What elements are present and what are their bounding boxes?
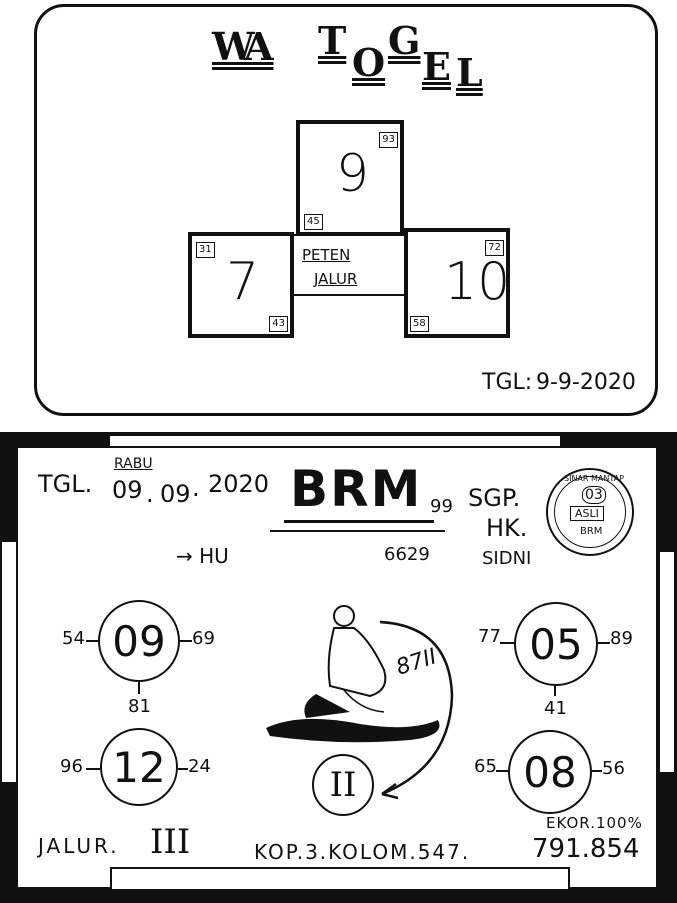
stamp: SINAR MANTAP 03 ASLI BRM — [546, 468, 634, 556]
title-letter: O — [352, 40, 386, 85]
connector — [180, 640, 192, 642]
date-label: TGL: — [482, 370, 533, 395]
connector — [598, 642, 610, 644]
date-value: 9-9-2020 — [536, 370, 636, 395]
center-top-box: 93 45 9 — [296, 120, 404, 236]
frame-bottom — [0, 887, 677, 903]
brm-title: BRM — [290, 460, 423, 518]
jalur-value: III — [150, 822, 191, 862]
date-part: 09 — [112, 476, 143, 504]
circle-value: 08 — [523, 747, 577, 797]
title-letter: L — [456, 50, 483, 95]
title-letter: G — [388, 18, 421, 63]
right-number: 10 — [444, 252, 511, 312]
corner-number: 31 — [196, 242, 215, 258]
connector — [500, 642, 514, 644]
connector — [138, 682, 140, 694]
corner-number: 58 — [410, 316, 429, 332]
date-dot: . — [146, 480, 154, 508]
title-letter: W — [212, 24, 255, 69]
date-dot: . — [192, 474, 200, 502]
connector — [86, 640, 98, 642]
middle-label-line2: JALUR — [314, 270, 358, 288]
corner-number: 72 — [485, 240, 504, 256]
date-part: 2020 — [208, 470, 270, 498]
title-letter: E — [422, 44, 451, 89]
frame-left-inner — [2, 542, 16, 782]
market-hk: HK. — [486, 514, 528, 542]
connector — [496, 770, 508, 772]
number-circle: 09 — [98, 600, 180, 682]
circle-value: 05 — [529, 619, 583, 669]
title-underline — [284, 520, 434, 523]
number-circle: 05 — [514, 602, 598, 686]
corner-number: 45 — [304, 214, 323, 230]
circle-value: 09 — [112, 616, 166, 666]
stamp-inner-ring — [554, 476, 626, 548]
ekor-label: EKOR.100% — [546, 814, 643, 832]
circle-left-number: 77 — [478, 626, 501, 647]
middle-label-line1: PETEN — [302, 246, 351, 264]
partial-text-right: 6629 — [384, 544, 430, 565]
circle-left-number: 54 — [62, 628, 85, 649]
circle-left-number: 65 — [474, 756, 497, 777]
circle-below-number: 81 — [128, 696, 151, 717]
center-circle-value: II — [329, 765, 357, 805]
day-label: RABU — [114, 456, 153, 472]
stamp-asli: ASLI — [570, 506, 604, 521]
connector — [86, 768, 100, 770]
circle-right-number: 24 — [188, 756, 211, 777]
frame-right-inner — [660, 552, 674, 772]
connector — [592, 770, 602, 772]
left-number: 7 — [226, 252, 260, 312]
circle-left-number: 96 — [60, 756, 83, 777]
right-box: 72 58 10 — [404, 228, 510, 338]
number-circle: 08 — [508, 730, 592, 814]
kop-text: KOP.3.KOLOM.547. — [254, 840, 471, 864]
market-sidni: SIDNI — [482, 548, 532, 569]
stamp-top-text: SINAR MANTAP — [564, 474, 624, 483]
tgl-label: TGL. — [38, 470, 93, 498]
title-underline — [270, 530, 445, 532]
stamp-number: 03 — [582, 486, 606, 504]
corner-number: 43 — [269, 316, 288, 332]
number-circle: 12 — [100, 728, 178, 806]
frame-top-inner — [110, 436, 560, 446]
title-letter: A — [244, 24, 274, 69]
middle-label-box: PETEN JALUR — [292, 234, 406, 296]
title-letter: T — [318, 18, 347, 63]
market-sgp: SGP. — [468, 484, 521, 512]
corner-number: 93 — [379, 132, 398, 148]
title-suffix: 99 — [430, 496, 453, 517]
seated-figure-illustration — [266, 605, 440, 743]
curved-arrow-icon — [379, 620, 454, 800]
ekor-value: 791.854 — [532, 834, 640, 864]
date-part: 09 — [160, 480, 191, 508]
center-circle: II — [312, 754, 374, 816]
circle-below-number: 41 — [544, 698, 567, 719]
circle-value: 12 — [112, 742, 166, 792]
left-box: 31 43 7 — [188, 232, 294, 338]
frame-bottom-inner — [110, 867, 570, 891]
circle-right-number: 69 — [192, 628, 215, 649]
circle-right-number: 56 — [602, 758, 625, 779]
center-top-number: 9 — [336, 144, 370, 204]
circle-right-number: 89 — [610, 628, 633, 649]
connector — [554, 686, 556, 696]
partial-text-left: → HU — [176, 544, 229, 568]
stamp-bottom-text: BRM — [580, 526, 603, 537]
jalur-label: JALUR. — [38, 834, 120, 858]
connector — [178, 768, 188, 770]
top-card — [34, 4, 658, 416]
